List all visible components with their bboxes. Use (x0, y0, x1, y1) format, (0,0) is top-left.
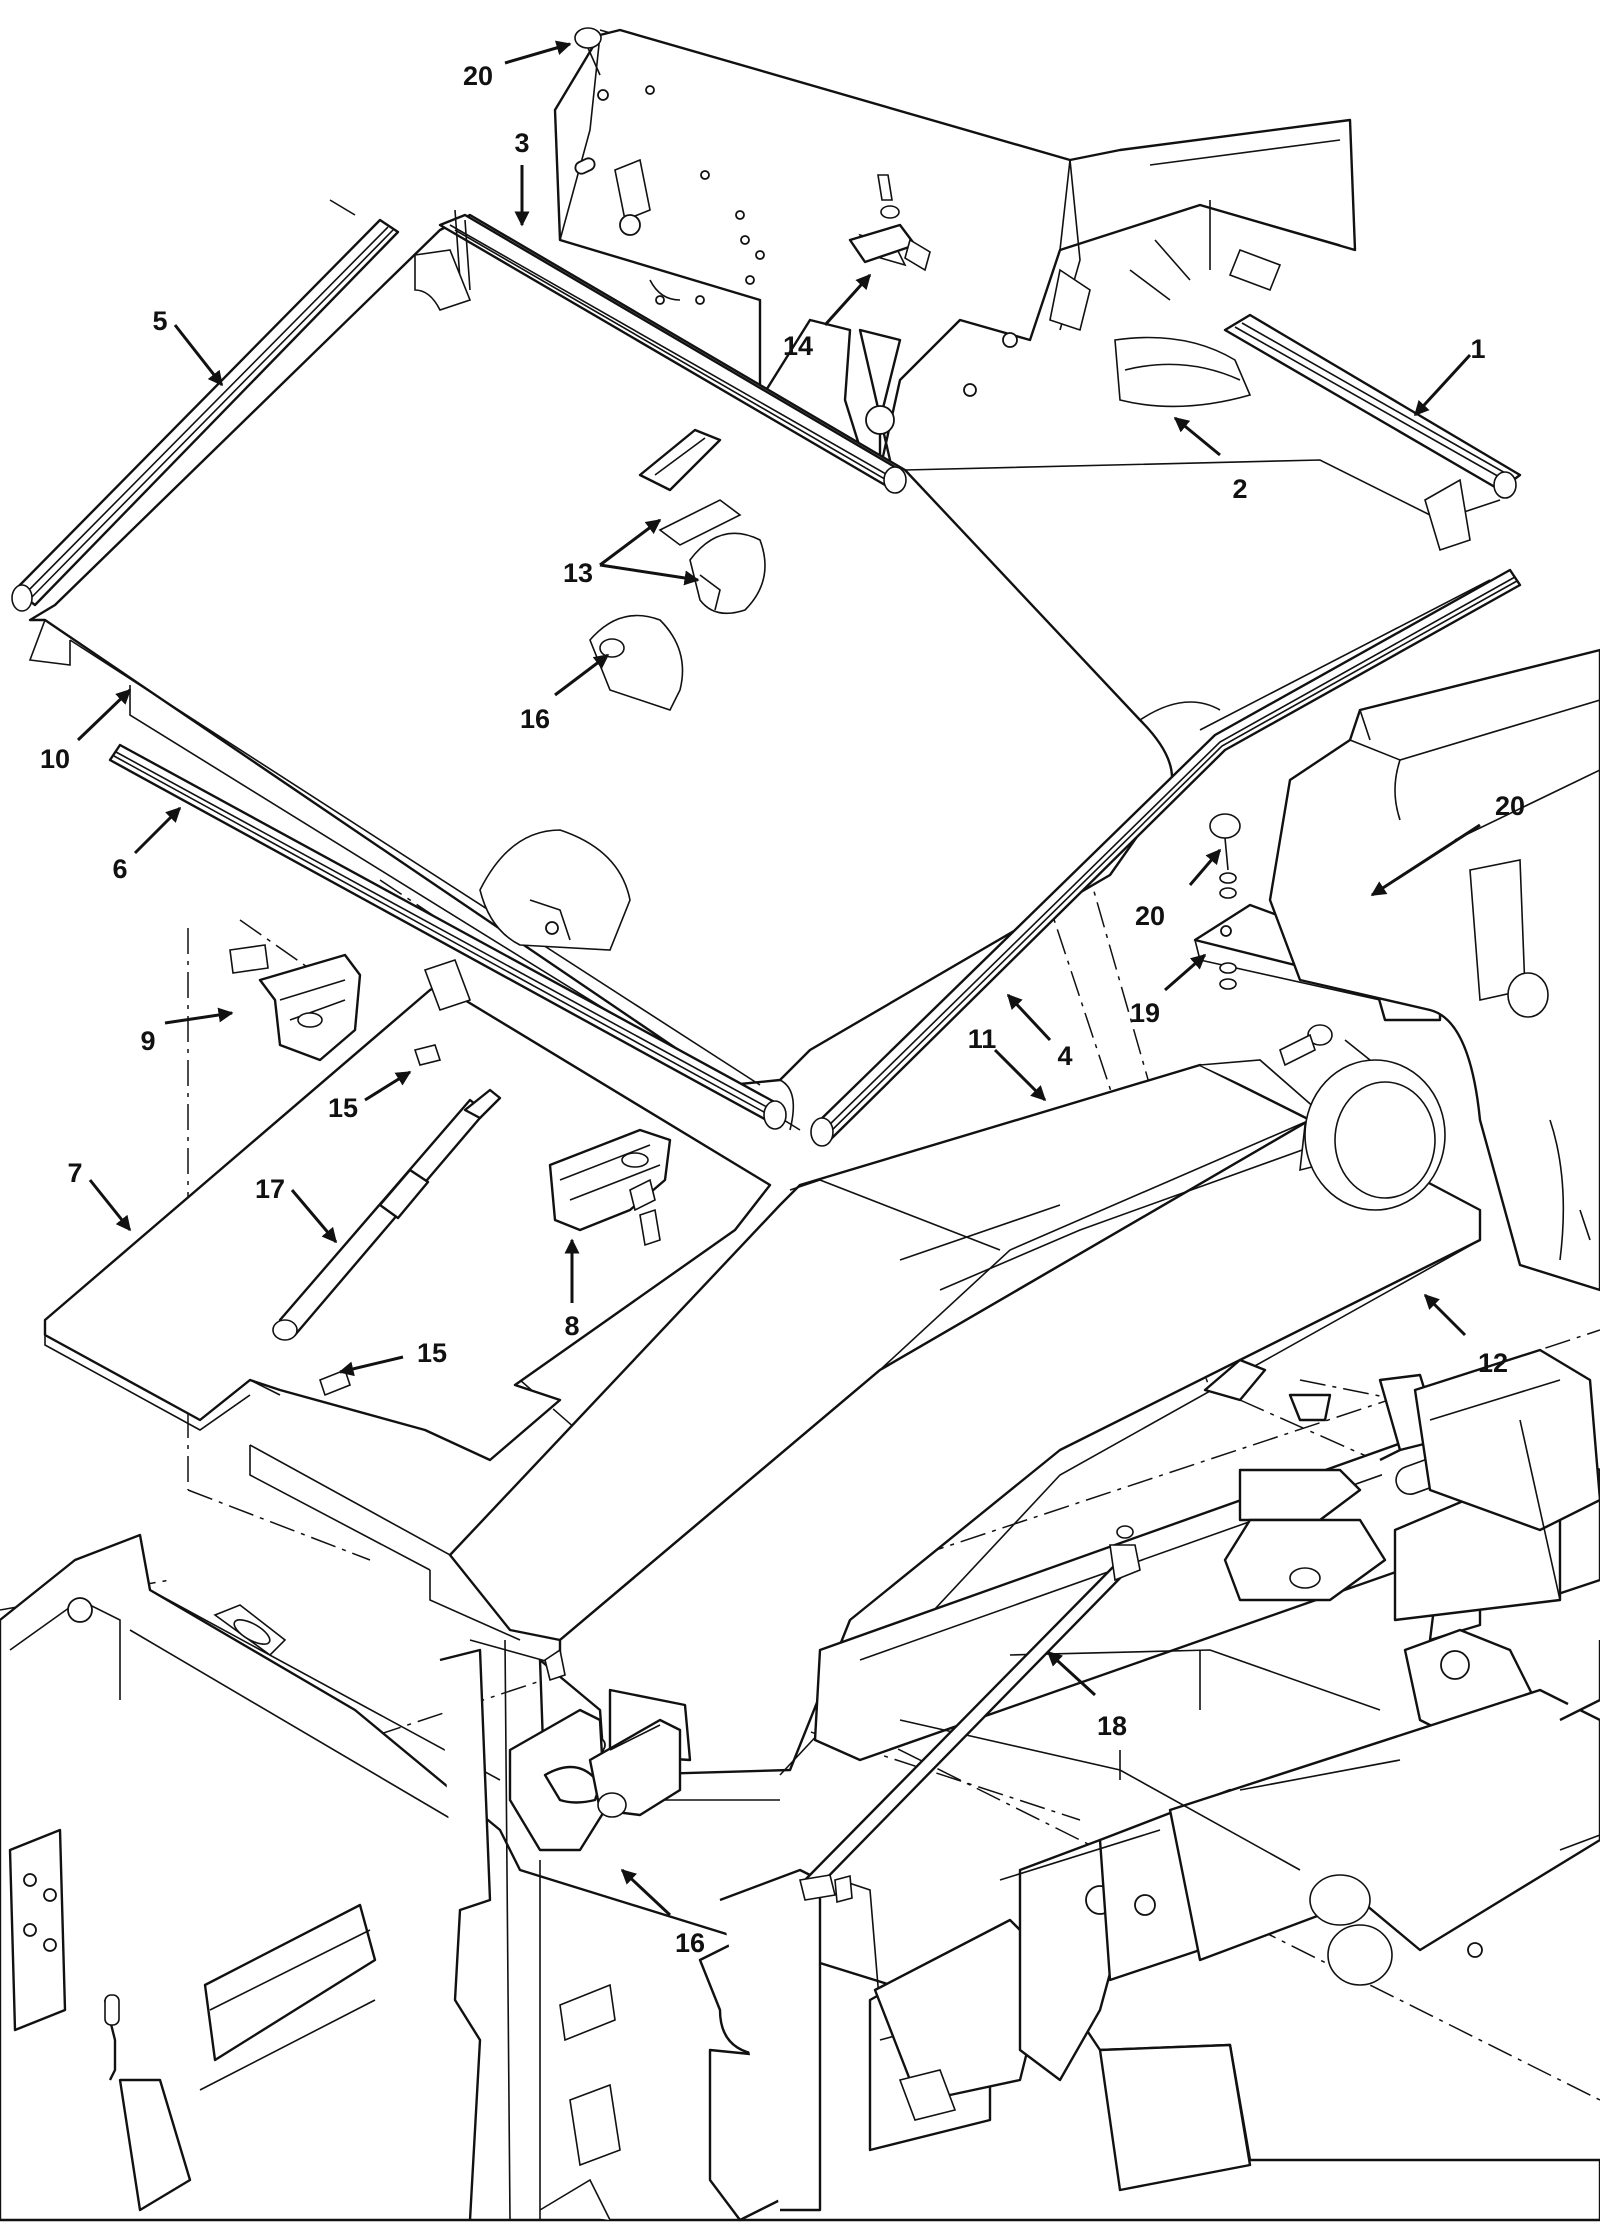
support-rod (799, 1525, 1141, 1904)
callout-1: 1 (1470, 334, 1485, 364)
callout-20-mid: 20 (1135, 901, 1165, 931)
hinge-mount-bracket (508, 1648, 682, 1852)
leader-19 (1164, 953, 1207, 992)
callout-3: 3 (514, 128, 529, 158)
seal-strip-5 (11, 199, 400, 612)
callout-18: 18 (1097, 1711, 1127, 1741)
leader-6 (133, 806, 182, 855)
leader-13a (599, 518, 662, 567)
callout-leaders (76, 40, 1481, 1917)
callout-10: 10 (40, 744, 70, 774)
callout-15-upper: 15 (328, 1093, 358, 1123)
leader-20-top (504, 40, 572, 65)
leader-9 (164, 1007, 234, 1025)
leader-20-mid (1188, 848, 1222, 886)
leader-20-right (1370, 823, 1481, 897)
callout-13: 13 (563, 558, 593, 588)
seal-strip-6 (108, 743, 787, 1130)
gas-strut (272, 1044, 502, 1397)
leader-12 (1423, 1293, 1467, 1337)
callout-7: 7 (67, 1158, 82, 1188)
firewall-bracket (553, 28, 1357, 482)
callout-8: 8 (564, 1311, 579, 1341)
hinge-8 (548, 1128, 672, 1247)
leader-13b (599, 563, 700, 586)
callout-15-lower: 15 (417, 1338, 447, 1368)
callout-6: 6 (112, 854, 127, 884)
seal-strip-4 (810, 568, 1522, 1147)
leader-14 (823, 273, 872, 327)
callout-11: 11 (968, 1024, 997, 1054)
hinge-9 (229, 944, 362, 1062)
callout-19: 19 (1130, 998, 1160, 1028)
callout-labels: 20 3 5 14 1 2 13 16 10 6 9 15 7 17 8 15 … (40, 61, 1525, 1958)
leader-17 (290, 1189, 338, 1244)
leader-11 (993, 1048, 1047, 1102)
leader-7 (88, 1179, 132, 1232)
leader-16-top (554, 653, 610, 697)
seal-strip-3 (438, 209, 907, 494)
callout-4: 4 (1057, 1041, 1072, 1071)
callout-16-bottom: 16 (675, 1928, 705, 1958)
callout-16-top: 16 (520, 704, 550, 734)
hood-cutouts (414, 249, 1471, 951)
leader-4 (1006, 993, 1052, 1042)
upper-bracket-hardware (574, 27, 931, 272)
callout-5: 5 (152, 306, 167, 336)
callout-14: 14 (783, 331, 813, 361)
leader-2 (1173, 416, 1221, 457)
leader-10 (76, 688, 132, 742)
engine-shroud (1268, 648, 1600, 1292)
lower-frame (0, 1348, 1600, 2222)
leader-5 (173, 324, 224, 387)
callout-20-right: 20 (1495, 791, 1525, 821)
leader-18 (1046, 1650, 1097, 1697)
leader-15-lower (338, 1355, 404, 1377)
callout-9: 9 (140, 1026, 155, 1056)
leader-16-bottom (620, 1868, 672, 1917)
callout-17: 17 (255, 1174, 285, 1204)
leader-15-upper (364, 1070, 412, 1102)
leader-1 (1413, 353, 1472, 417)
callout-20-top: 20 (463, 61, 493, 91)
callout-2: 2 (1232, 474, 1247, 504)
callout-12: 12 (1478, 1348, 1508, 1378)
seal-strip-1 (1223, 313, 1522, 499)
